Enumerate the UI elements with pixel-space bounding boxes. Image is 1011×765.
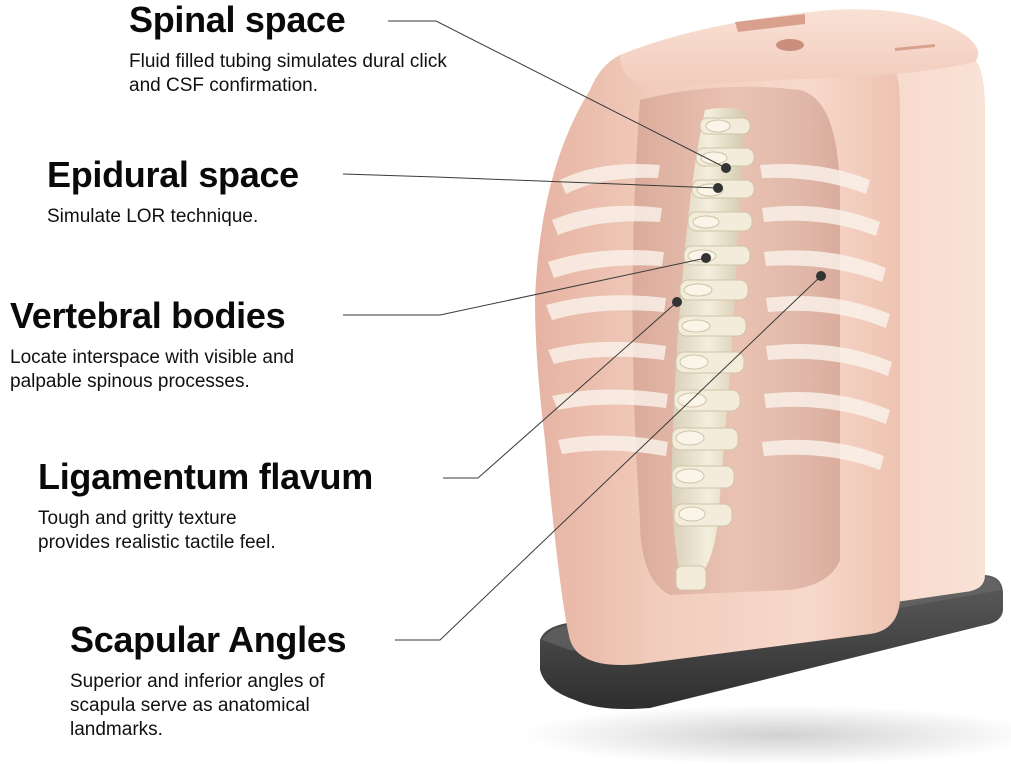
callout-description: Tough and gritty texture provides realis… bbox=[38, 507, 276, 553]
callout-description: Fluid filled tubing simulates dural clic… bbox=[129, 50, 447, 96]
callout-title: Ligamentum flavum bbox=[38, 456, 373, 497]
marker-vertebral-dot bbox=[701, 253, 711, 263]
leader-lines bbox=[342, 20, 822, 641]
top-groove bbox=[895, 44, 935, 51]
leader-line-epidural bbox=[342, 173, 719, 189]
marker-epidural-dot bbox=[713, 183, 723, 193]
leader-line-spinal bbox=[388, 20, 727, 169]
ribs-right bbox=[760, 164, 892, 470]
marker-scapular-dot bbox=[816, 271, 826, 281]
marker-spinal-dot bbox=[721, 163, 731, 173]
callout-epidural-space: Epidural space Simulate LOR technique. bbox=[47, 155, 299, 229]
callout-description: Superior and inferior angles of scapula … bbox=[70, 670, 325, 740]
callout-vertebral-bodies: Vertebral bodies Locate interspace with … bbox=[10, 296, 320, 394]
callout-description: Locate interspace with visible and palpa… bbox=[10, 346, 295, 392]
callout-title: Epidural space bbox=[47, 154, 299, 195]
callout-description: Simulate LOR technique. bbox=[47, 205, 259, 227]
leader-line-ligament bbox=[443, 301, 678, 479]
top-slot bbox=[735, 14, 805, 32]
callout-scapular-angles: Scapular Angles Superior and inferior an… bbox=[70, 620, 360, 742]
floor-shadow bbox=[520, 705, 1011, 765]
callout-spinal-space: Spinal space Fluid filled tubing simulat… bbox=[129, 0, 449, 98]
callout-title: Spinal space bbox=[129, 0, 346, 40]
spinous-processes bbox=[675, 119, 731, 522]
top-hole bbox=[776, 39, 804, 51]
leader-line-scapular bbox=[395, 275, 822, 641]
callout-title: Vertebral bodies bbox=[10, 295, 286, 336]
callout-ligamentum-flavum: Ligamentum flavum Tough and gritty textu… bbox=[38, 457, 373, 555]
ribs-left bbox=[546, 164, 668, 456]
marker-ligament-dot bbox=[672, 297, 682, 307]
leader-line-vertebral bbox=[343, 257, 707, 316]
callout-title: Scapular Angles bbox=[70, 619, 347, 660]
markers bbox=[672, 163, 826, 307]
